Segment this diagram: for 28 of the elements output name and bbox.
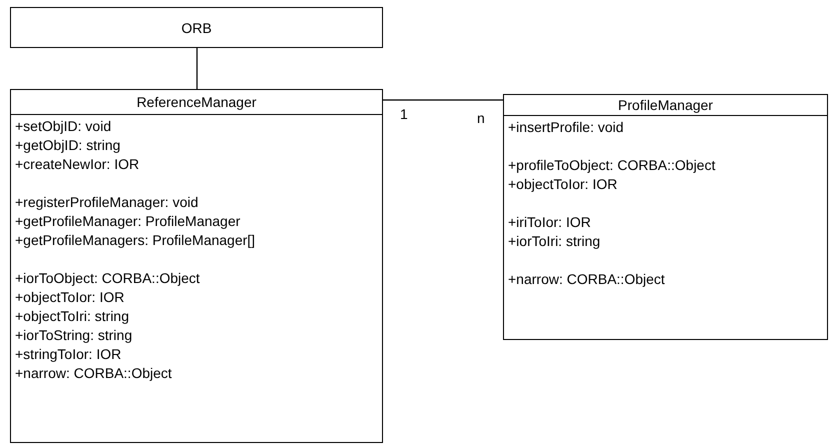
class-member: +iorToObject: CORBA::Object: [15, 269, 200, 288]
class-member: +iriToIor: IOR: [508, 213, 591, 232]
class-member: +getProfileManagers: ProfileManager[]: [15, 231, 256, 250]
class-name: ProfileManager: [618, 97, 713, 113]
class-member: +registerProfileManager: void: [15, 193, 198, 212]
multiplicity-label: 1: [400, 106, 408, 122]
class-member: +stringToIor: IOR: [15, 345, 122, 364]
association-line: [383, 99, 503, 101]
class-member: +profileToObject: CORBA::Object: [508, 156, 716, 175]
class-member: +narrow: CORBA::Object: [15, 364, 172, 383]
class-member: +getProfileManager: ProfileManager: [15, 212, 240, 231]
class-member: +objectToIor: IOR: [508, 175, 618, 194]
class-box: [503, 94, 828, 340]
class-member: +iorToIri: string: [508, 232, 600, 251]
class-box: [10, 7, 383, 48]
class-member: +narrow: CORBA::Object: [508, 270, 665, 289]
class-box: [10, 89, 383, 443]
class-member: +setObjID: void: [15, 117, 112, 136]
class-member: +iorToString: string: [15, 326, 132, 345]
class-member: +objectToIri: string: [15, 307, 129, 326]
class-member: +getObjID: string: [15, 136, 120, 155]
association-line: [196, 48, 198, 89]
class-member: +objectToIor: IOR: [15, 288, 124, 307]
class-member: +insertProfile: void: [508, 118, 624, 137]
class-member: +createNewIor: IOR: [15, 155, 140, 174]
class-name: ORB: [181, 20, 212, 36]
class-name: ReferenceManager: [136, 94, 256, 110]
multiplicity-label: n: [477, 110, 485, 126]
